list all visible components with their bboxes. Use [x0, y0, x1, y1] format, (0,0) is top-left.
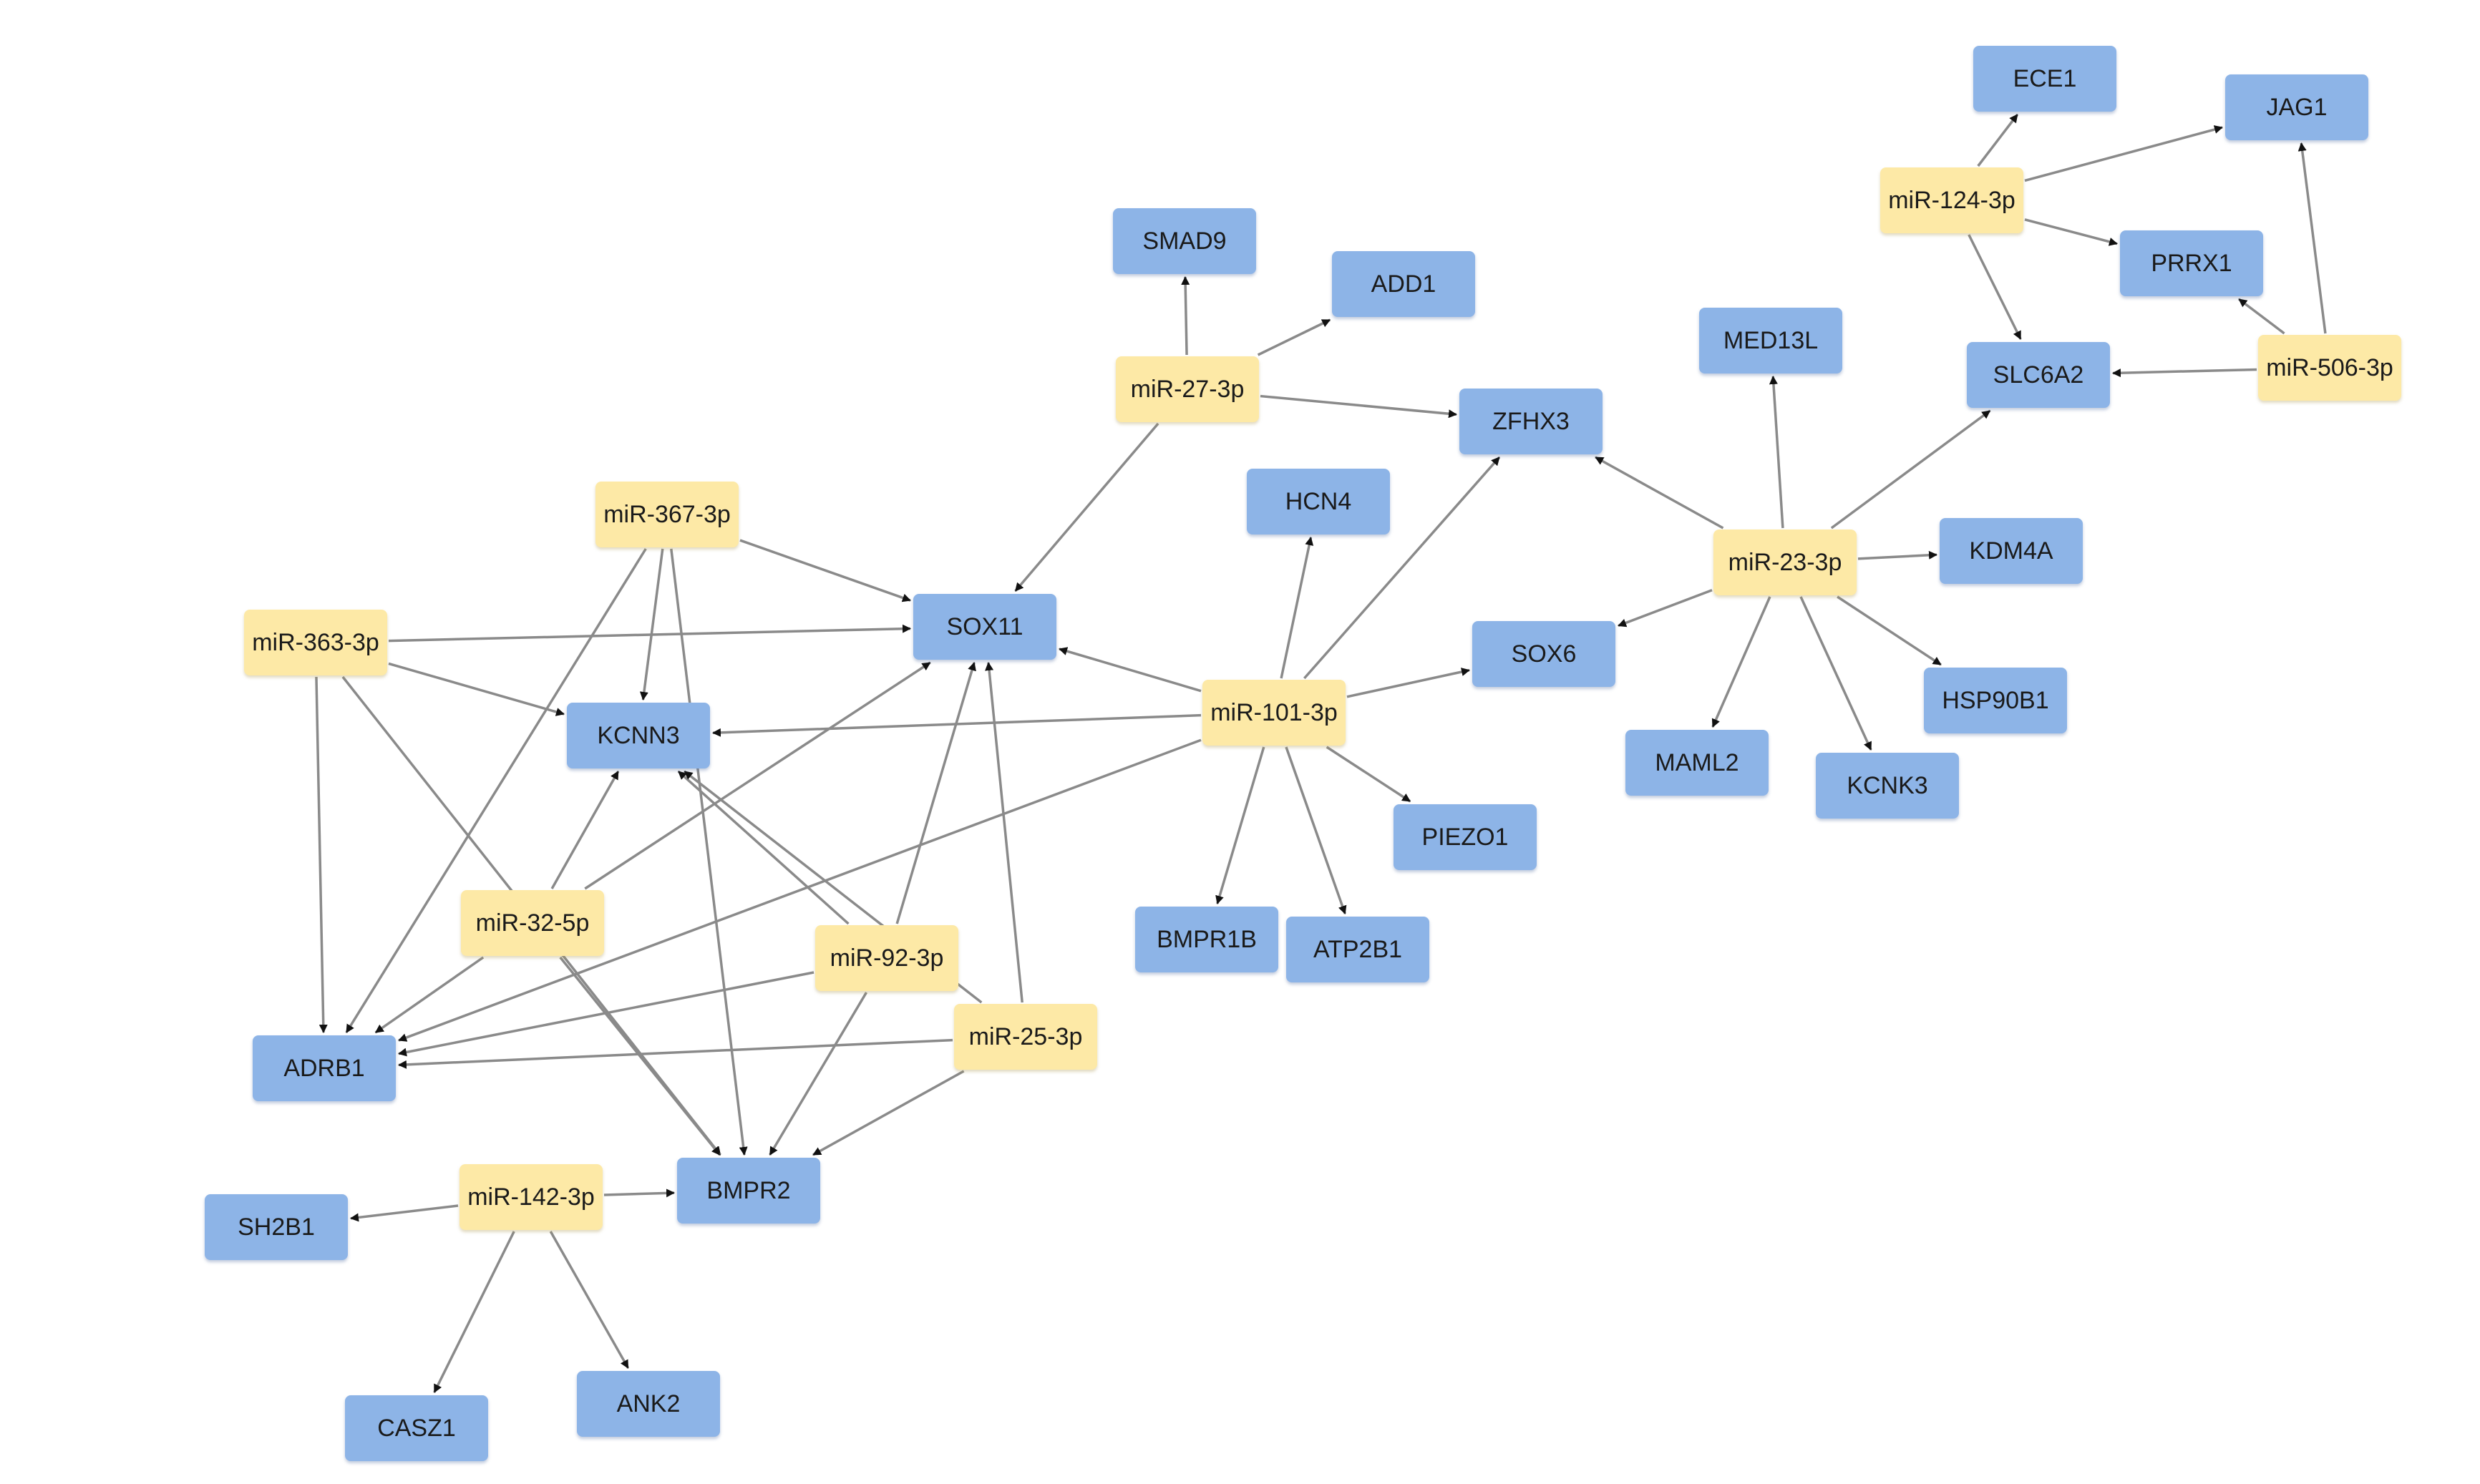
gene-node-bmpr1b[interactable]: BMPR1B	[1135, 907, 1278, 972]
edge-mir-367-3p-to-adrb1	[345, 548, 647, 1033]
gene-node-maml2[interactable]: MAML2	[1625, 730, 1769, 796]
gene-node-piezo1[interactable]: PIEZO1	[1394, 804, 1537, 870]
gene-node-adrb1[interactable]: ADRB1	[253, 1035, 396, 1101]
mirna-node-mir-27-3p[interactable]: miR-27-3p	[1116, 356, 1259, 422]
edge-mir-142-3p-to-bmpr2	[603, 1188, 675, 1198]
gene-node-kdm4a[interactable]: KDM4A	[1940, 518, 2083, 584]
edge-mir-32-5p-to-bmpr2	[559, 956, 721, 1156]
edge-mir-101-3p-to-sox11	[1059, 647, 1202, 693]
gene-node-sox11[interactable]: SOX11	[913, 594, 1056, 660]
edge-mir-124-3p-to-prrx1	[2024, 218, 2118, 246]
edge-mir-367-3p-to-kcnn3	[639, 548, 664, 700]
edge-mir-25-3p-to-adrb1	[398, 1038, 953, 1069]
mirna-node-mir-25-3p[interactable]: miR-25-3p	[954, 1004, 1097, 1070]
edge-mir-101-3p-to-zfhx3	[1303, 456, 1501, 680]
gene-node-kcnn3[interactable]: KCNN3	[567, 703, 710, 768]
edge-mir-32-5p-to-adrb1	[374, 956, 485, 1034]
edge-mir-101-3p-to-piezo1	[1326, 746, 1411, 803]
gene-node-zfhx3[interactable]: ZFHX3	[1459, 389, 1603, 454]
edge-mir-506-3p-to-jag1	[2297, 142, 2327, 334]
mirna-node-mir-124-3p[interactable]: miR-124-3p	[1880, 167, 2023, 233]
edge-mir-142-3p-to-sh2b1	[350, 1204, 459, 1222]
edge-mir-101-3p-to-bmpr1b	[1215, 746, 1265, 904]
edge-mir-32-5p-to-kcnn3	[550, 771, 620, 889]
edge-mir-23-3p-to-hsp90b1	[1837, 595, 1942, 666]
edge-mir-142-3p-to-casz1	[433, 1231, 515, 1393]
mirna-node-mir-23-3p[interactable]: miR-23-3p	[1713, 529, 1857, 595]
edge-mir-27-3p-to-add1	[1257, 318, 1331, 356]
gene-node-sh2b1[interactable]: SH2B1	[205, 1194, 348, 1260]
edge-mir-101-3p-to-sox6	[1346, 668, 1470, 698]
gene-node-slc6a2[interactable]: SLC6A2	[1967, 342, 2110, 408]
gene-node-atp2b1[interactable]: ATP2B1	[1286, 917, 1429, 982]
gene-node-sox6[interactable]: SOX6	[1472, 621, 1615, 687]
gene-node-bmpr2[interactable]: BMPR2	[677, 1158, 820, 1224]
edge-mir-23-3p-to-med13l	[1769, 376, 1784, 529]
edge-mir-367-3p-to-bmpr2	[670, 548, 748, 1156]
edge-mir-23-3p-to-slc6a2	[1830, 409, 1991, 529]
gene-node-casz1[interactable]: CASZ1	[345, 1395, 488, 1461]
edge-mir-363-3p-to-kcnn3	[388, 662, 565, 716]
edge-mir-506-3p-to-prrx1	[2238, 298, 2285, 335]
edge-mir-124-3p-to-jag1	[2024, 125, 2223, 182]
edge-mir-363-3p-to-sox11	[388, 624, 911, 643]
edge-mir-101-3p-to-atp2b1	[1285, 746, 1347, 914]
mirna-node-mir-92-3p[interactable]: miR-92-3p	[815, 925, 958, 991]
mirna-node-mir-142-3p[interactable]: miR-142-3p	[459, 1164, 603, 1230]
gene-node-jag1[interactable]: JAG1	[2225, 74, 2368, 140]
edge-mir-27-3p-to-sox11	[1014, 422, 1159, 592]
mirna-node-mir-363-3p[interactable]: miR-363-3p	[244, 610, 387, 675]
edge-mir-506-3p-to-slc6a2	[2112, 368, 2257, 378]
edge-mir-363-3p-to-adrb1	[315, 676, 328, 1033]
edge-mir-142-3p-to-ank2	[549, 1231, 630, 1369]
edge-mir-32-5p-to-sox11	[584, 661, 931, 890]
gene-node-hcn4[interactable]: HCN4	[1247, 469, 1390, 534]
gene-node-med13l[interactable]: MED13L	[1699, 308, 1842, 374]
edge-mir-124-3p-to-ece1	[1977, 113, 2019, 167]
mirna-node-mir-101-3p[interactable]: miR-101-3p	[1202, 680, 1346, 746]
edge-mir-23-3p-to-sox6	[1618, 589, 1713, 628]
edge-mir-124-3p-to-slc6a2	[1968, 234, 2022, 340]
mirna-node-mir-367-3p[interactable]: miR-367-3p	[595, 482, 739, 547]
gene-node-add1[interactable]: ADD1	[1332, 251, 1475, 317]
edge-mir-23-3p-to-maml2	[1711, 596, 1771, 728]
edge-mir-92-3p-to-sox11	[895, 662, 976, 924]
edge-mir-27-3p-to-zfhx3	[1260, 394, 1457, 419]
edge-mir-23-3p-to-zfhx3	[1595, 456, 1724, 529]
edge-mir-25-3p-to-bmpr2	[812, 1070, 965, 1156]
mirna-node-mir-32-5p[interactable]: miR-32-5p	[461, 890, 604, 956]
gene-node-ank2[interactable]: ANK2	[577, 1371, 720, 1437]
gene-node-hsp90b1[interactable]: HSP90B1	[1924, 668, 2067, 733]
gene-node-prrx1[interactable]: PRRX1	[2120, 230, 2263, 296]
edge-mir-25-3p-to-sox11	[985, 662, 1023, 1003]
mirna-node-mir-506-3p[interactable]: miR-506-3p	[2258, 335, 2401, 401]
gene-node-smad9[interactable]: SMAD9	[1113, 208, 1256, 274]
edge-mir-92-3p-to-kcnn3	[677, 770, 850, 925]
edge-mir-92-3p-to-adrb1	[398, 971, 814, 1057]
gene-node-kcnk3[interactable]: KCNK3	[1816, 753, 1959, 819]
edge-mir-101-3p-to-adrb1	[398, 738, 1202, 1042]
edge-mir-23-3p-to-kdm4a	[1857, 550, 1937, 560]
edge-mir-92-3p-to-bmpr2	[769, 992, 868, 1156]
edge-mir-101-3p-to-hcn4	[1280, 537, 1314, 679]
edge-mir-23-3p-to-kcnk3	[1799, 596, 1872, 751]
gene-node-ece1[interactable]: ECE1	[1973, 46, 2116, 112]
edge-mir-27-3p-to-smad9	[1181, 276, 1190, 356]
edge-mir-367-3p-to-sox11	[739, 539, 911, 602]
